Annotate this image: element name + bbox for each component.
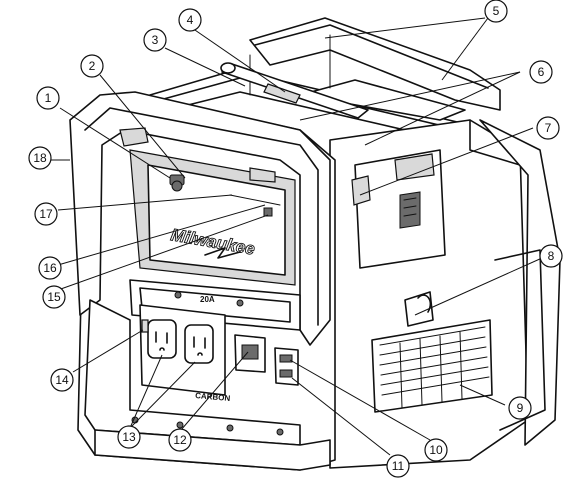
- callout-8: 8: [539, 244, 563, 268]
- svg-text:4: 4: [187, 13, 194, 27]
- svg-text:6: 6: [538, 65, 545, 79]
- callout-4: 4: [178, 8, 202, 32]
- svg-text:18: 18: [33, 151, 47, 165]
- front-panel-text: CARBON: [195, 391, 231, 403]
- svg-text:1: 1: [45, 91, 52, 105]
- svg-text:3: 3: [152, 33, 159, 47]
- callout-12: 12: [168, 428, 192, 452]
- ac-outlet-right: [184, 324, 214, 364]
- carry-handle-bar: [220, 62, 369, 119]
- svg-text:10: 10: [429, 443, 443, 457]
- outlet-switch: [141, 319, 149, 333]
- svg-text:5: 5: [493, 4, 500, 18]
- top-frame: [149, 17, 501, 146]
- callout-2: 2: [80, 54, 104, 78]
- callout-14: 14: [50, 368, 74, 392]
- svg-text:13: 13: [122, 430, 136, 444]
- callout-13: 13: [117, 425, 141, 449]
- svg-text:16: 16: [43, 261, 57, 275]
- callout-11: 11: [386, 454, 410, 478]
- callout-18: 18: [28, 146, 52, 170]
- callout-6: 6: [529, 60, 553, 84]
- outlet-panel: CARBON: [139, 304, 299, 403]
- svg-text:14: 14: [55, 373, 69, 387]
- callout-16: 16: [38, 256, 62, 280]
- svg-text:11: 11: [392, 459, 405, 473]
- svg-text:15: 15: [47, 290, 61, 304]
- svg-text:9: 9: [517, 401, 524, 415]
- vent-grille: [371, 319, 493, 413]
- svg-text:7: 7: [545, 121, 552, 135]
- svg-text:12: 12: [173, 433, 187, 447]
- display-panel: Milwaukee: [119, 127, 296, 286]
- callout-5: 5: [484, 0, 508, 23]
- panel-label: 20A: [200, 295, 215, 304]
- svg-text:8: 8: [548, 249, 555, 263]
- callout-9: 9: [508, 396, 532, 420]
- callout-10: 10: [424, 438, 448, 462]
- callout-3: 3: [143, 28, 167, 52]
- callout-17: 17: [34, 202, 58, 226]
- svg-text:2: 2: [89, 59, 96, 73]
- callout-15: 15: [42, 285, 66, 309]
- svg-text:17: 17: [39, 207, 53, 221]
- leader-lines: [42, 17, 543, 456]
- callout-7: 7: [536, 116, 560, 140]
- callout-1: 1: [36, 86, 60, 110]
- ac-outlet-left: [147, 319, 177, 359]
